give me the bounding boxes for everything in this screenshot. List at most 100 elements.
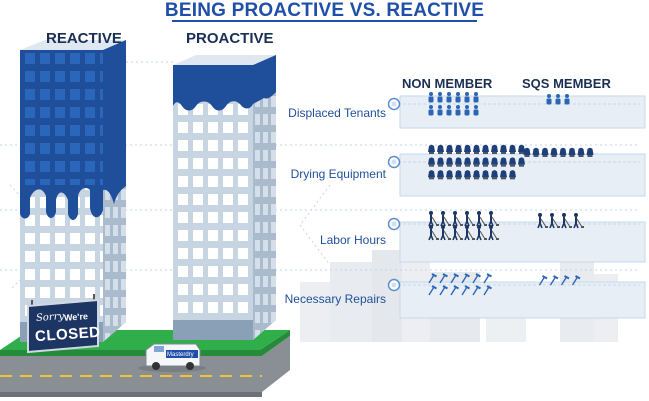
proactive-building	[173, 55, 276, 340]
hammer-icon	[439, 273, 448, 284]
proactive-building-label: PROACTIVE	[186, 30, 274, 47]
air-mover-icon	[437, 144, 444, 154]
row-marker	[387, 278, 640, 292]
air-mover-icon	[446, 170, 453, 180]
air-mover-icon	[500, 144, 507, 154]
van-logo-text: Masterdry	[167, 352, 194, 358]
air-mover-icon	[532, 147, 540, 157]
air-mover-icon	[473, 170, 480, 180]
air-mover-icon	[491, 170, 498, 180]
worker-vacuum-icon	[573, 213, 584, 229]
air-mover-icon	[482, 170, 489, 180]
hammer-icon	[428, 273, 437, 284]
person-icon	[437, 105, 443, 116]
air-mover-icon	[428, 170, 435, 180]
air-mover-icon	[464, 170, 471, 180]
air-mover-icon	[491, 157, 498, 167]
air-mover-icon	[437, 157, 444, 167]
reactive-building	[20, 40, 126, 342]
worker-vacuum-icon	[464, 225, 475, 241]
worker-vacuum-icon	[476, 225, 487, 241]
air-mover-icon	[482, 157, 489, 167]
air-mover-icon	[446, 144, 453, 154]
person-icon	[464, 92, 470, 103]
hammer-icon	[571, 275, 581, 286]
air-mover-icon	[518, 144, 525, 154]
hammer-icon	[483, 273, 492, 284]
hammer-icon	[538, 275, 548, 286]
hammer-icon	[560, 275, 570, 286]
hammer-icon	[461, 273, 470, 284]
worker-vacuum-icon	[428, 225, 439, 241]
air-mover-icon	[550, 147, 558, 157]
worker-vacuum-icon	[452, 211, 463, 227]
worker-vacuum-icon	[440, 211, 451, 227]
delivery-van: Masterdry	[138, 343, 206, 372]
worker-vacuum-icon	[452, 225, 463, 241]
row-label-necessary-repairs: Necessary Repairs	[284, 292, 386, 306]
worker-vacuum-icon	[440, 225, 451, 241]
air-mover-icon	[568, 147, 576, 157]
person-icon	[473, 105, 479, 116]
air-mover-icon	[523, 147, 531, 157]
non-member-column-header: NON MEMBER	[402, 76, 493, 91]
air-mover-icon	[437, 170, 444, 180]
worker-vacuum-icon	[476, 211, 487, 227]
sign-sorry-text: Sorry	[35, 311, 65, 324]
person-icon	[564, 94, 570, 105]
air-mover-icon	[455, 170, 462, 180]
air-mover-icon	[509, 157, 516, 167]
person-icon	[555, 94, 561, 105]
worker-vacuum-icon	[428, 211, 439, 227]
row-label-displaced-tenants: Displaced Tenants	[288, 106, 386, 120]
closed-sign	[27, 294, 99, 354]
air-mover-icon	[509, 144, 516, 154]
air-mover-icon	[509, 170, 516, 180]
hammer-icon	[439, 285, 448, 296]
reactive-building-label: REACTIVE	[46, 30, 122, 47]
air-mover-icon	[446, 157, 453, 167]
sqs-member-column-header: SQS MEMBER	[522, 76, 611, 91]
person-icon	[428, 105, 434, 116]
row-label-labor-hours: Labor Hours	[319, 233, 386, 247]
air-mover-icon	[541, 147, 549, 157]
worker-vacuum-icon	[464, 211, 475, 227]
air-mover-icon	[428, 144, 435, 154]
air-mover-icon	[577, 147, 585, 157]
person-icon	[446, 105, 452, 116]
worker-vacuum-icon	[488, 225, 499, 241]
page-title: BEING PROACTIVE VS. REACTIVE	[164, 0, 485, 21]
hammer-icon	[472, 285, 481, 296]
air-mover-icon	[473, 144, 480, 154]
roof-water	[173, 55, 276, 111]
hammer-icon	[483, 285, 492, 296]
comparison-icons	[428, 92, 594, 296]
air-mover-icon	[500, 157, 507, 167]
air-mover-icon	[428, 157, 435, 167]
air-mover-icon	[455, 144, 462, 154]
air-mover-icon	[464, 157, 471, 167]
air-mover-icon	[482, 144, 489, 154]
air-mover-icon	[464, 144, 471, 154]
hammer-icon	[450, 285, 459, 296]
worker-vacuum-icon	[549, 213, 560, 229]
worker-vacuum-icon	[537, 213, 548, 229]
person-icon	[455, 92, 461, 103]
sign-were-text: We're	[63, 311, 89, 323]
air-mover-icon	[455, 157, 462, 167]
worker-vacuum-icon	[561, 213, 572, 229]
person-icon	[546, 94, 552, 105]
hammer-icon	[450, 273, 459, 284]
row-marker	[387, 97, 640, 111]
air-mover-icon	[500, 170, 507, 180]
person-icon	[446, 92, 452, 103]
hammer-icon	[461, 285, 470, 296]
person-icon	[464, 105, 470, 116]
hammer-icon	[428, 285, 437, 296]
hammer-icon	[472, 273, 481, 284]
person-icon	[473, 92, 479, 103]
row-label-drying-equipment: Drying Equipment	[290, 167, 386, 181]
air-mover-icon	[586, 147, 594, 157]
person-icon	[455, 105, 461, 116]
